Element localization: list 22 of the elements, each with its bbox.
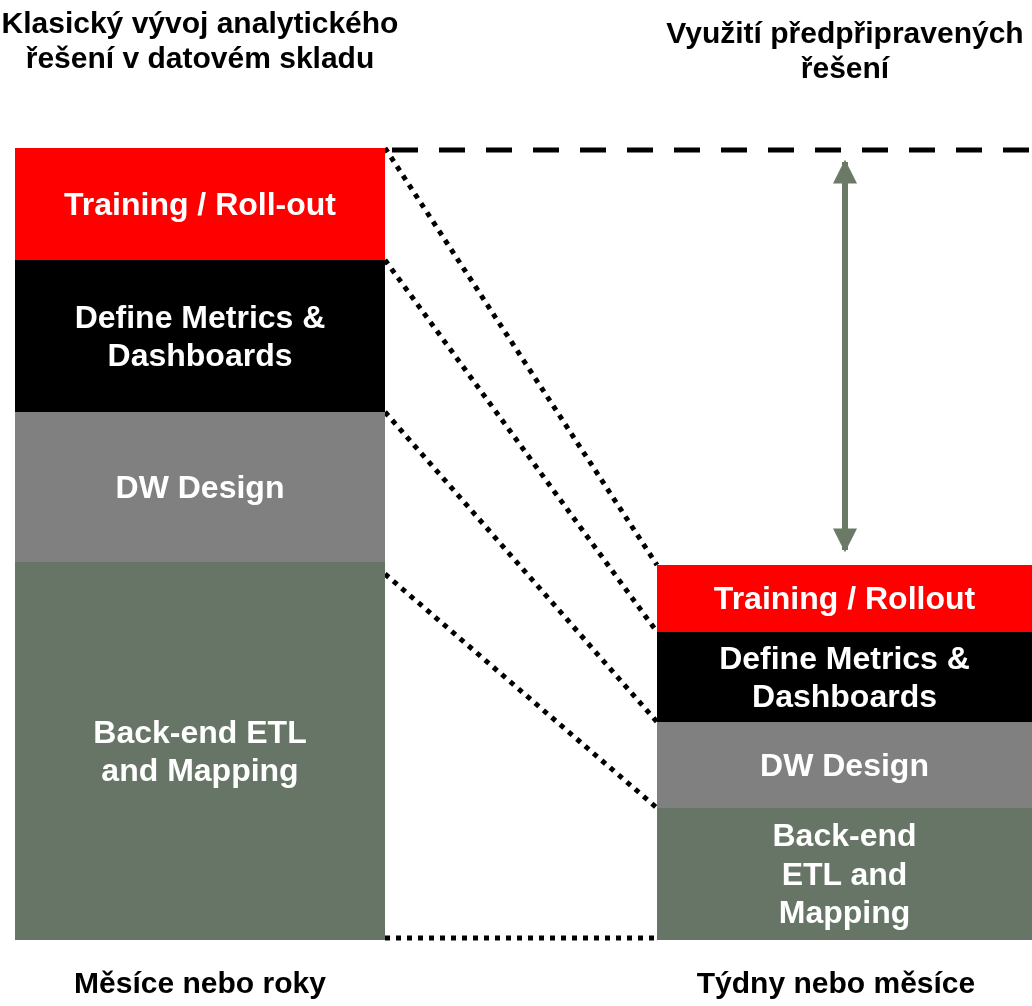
block-label: Back-end ETL and Mapping — [92, 712, 308, 790]
block-label: Training / Rollout — [713, 579, 976, 618]
connector-line — [385, 935, 657, 941]
phase-block — [657, 722, 1032, 808]
phase-block — [657, 565, 1032, 632]
duration-label: Týdny nebo měsíce — [695, 965, 977, 1001]
block-label: Training / Roll-out — [64, 184, 336, 224]
connector-line — [382, 146, 660, 567]
block-label: DW Design — [115, 467, 285, 507]
phase-block — [15, 148, 385, 260]
block-label: Define Metrics & Dashboards — [718, 638, 971, 716]
phase-block — [15, 562, 385, 940]
column-heading: Využití předpřipravených řešení — [665, 15, 1025, 86]
column-heading: Klasický vývoj analytického řešení v datovém skladu — [0, 5, 400, 76]
block-label: Back-end ETL and Mapping — [771, 816, 918, 932]
phase-block — [15, 412, 385, 562]
block-label: DW Design — [760, 745, 929, 785]
phase-block — [15, 260, 385, 412]
phase-block — [657, 632, 1032, 722]
block-label: Define Metrics & Dashboards — [73, 297, 327, 375]
duration-label: Měsíce nebo roky — [73, 965, 327, 1001]
phase-block — [657, 808, 1032, 940]
